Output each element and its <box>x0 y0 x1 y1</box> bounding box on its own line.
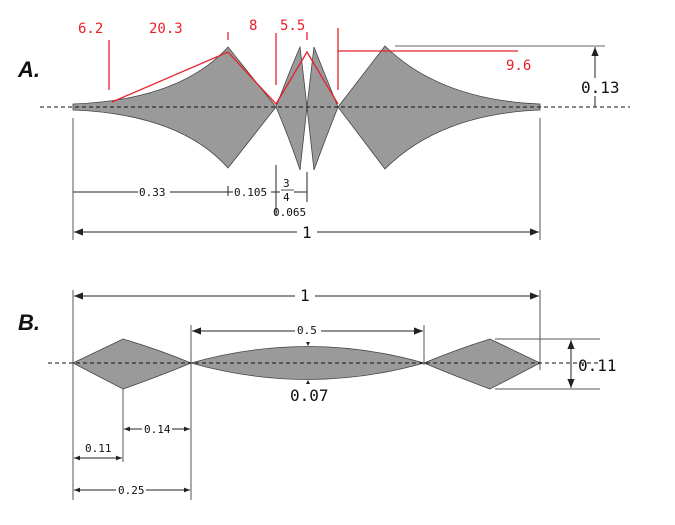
fraction-denominator: 4 <box>283 191 290 204</box>
red-value-3: 8 <box>249 18 257 34</box>
bottom-dimensions: 0.14 0.11 0.25 <box>74 389 190 497</box>
red-value-5: 9.6 <box>506 58 531 74</box>
red-profile-line <box>111 50 339 106</box>
total-length-label-b: 1 <box>300 286 310 305</box>
red-value-4: 5.5 <box>280 18 305 34</box>
middle-length-dimension: 0.5 0.07 <box>190 323 425 500</box>
figure-a-shape <box>72 45 541 171</box>
total-length-dimension: 1 <box>72 118 541 242</box>
height-label-b: 0.11 <box>578 356 617 375</box>
arrow-tick-bottom <box>306 380 310 384</box>
total-length-label: 1 <box>302 223 312 242</box>
middle-length-label: 0.5 <box>297 324 317 337</box>
figure-b: B. 1 0.5 0.07 0.11 <box>18 286 617 500</box>
dim-0-25: 0.25 <box>118 484 145 497</box>
dim-0-105: 0.105 <box>234 186 267 199</box>
middle-height-label: 0.07 <box>290 386 329 405</box>
figure-b-shape <box>72 338 541 390</box>
total-length-dimension-b: 1 <box>72 286 541 500</box>
dim-0-14: 0.14 <box>144 423 171 436</box>
figure-a-label: A. <box>17 57 40 82</box>
figure-b-label: B. <box>18 310 40 335</box>
height-label: 0.13 <box>581 78 620 97</box>
arrow-tick-top <box>306 342 310 346</box>
height-dimension: 0.13 <box>395 45 620 107</box>
left-diamond <box>72 338 193 390</box>
dim-0-11: 0.11 <box>85 442 112 455</box>
segment-dimensions: 0.33 0.105 3 4 0.065 <box>73 165 308 219</box>
dim-0-065: 0.065 <box>273 206 306 219</box>
right-diamond <box>422 338 541 390</box>
red-value-2: 20.3 <box>149 21 183 37</box>
red-annotations: 6.2 20.3 8 5.5 9.6 <box>78 18 531 106</box>
red-value-1: 6.2 <box>78 21 103 37</box>
segment-2 <box>275 45 308 171</box>
dim-0-33: 0.33 <box>139 186 166 199</box>
fraction-numerator: 3 <box>283 177 290 190</box>
segment-3 <box>306 46 339 171</box>
figure-a: A. 6.2 20.3 8 5.5 9.6 0.13 <box>17 18 630 242</box>
height-dimension-b: 0.11 <box>495 338 617 390</box>
